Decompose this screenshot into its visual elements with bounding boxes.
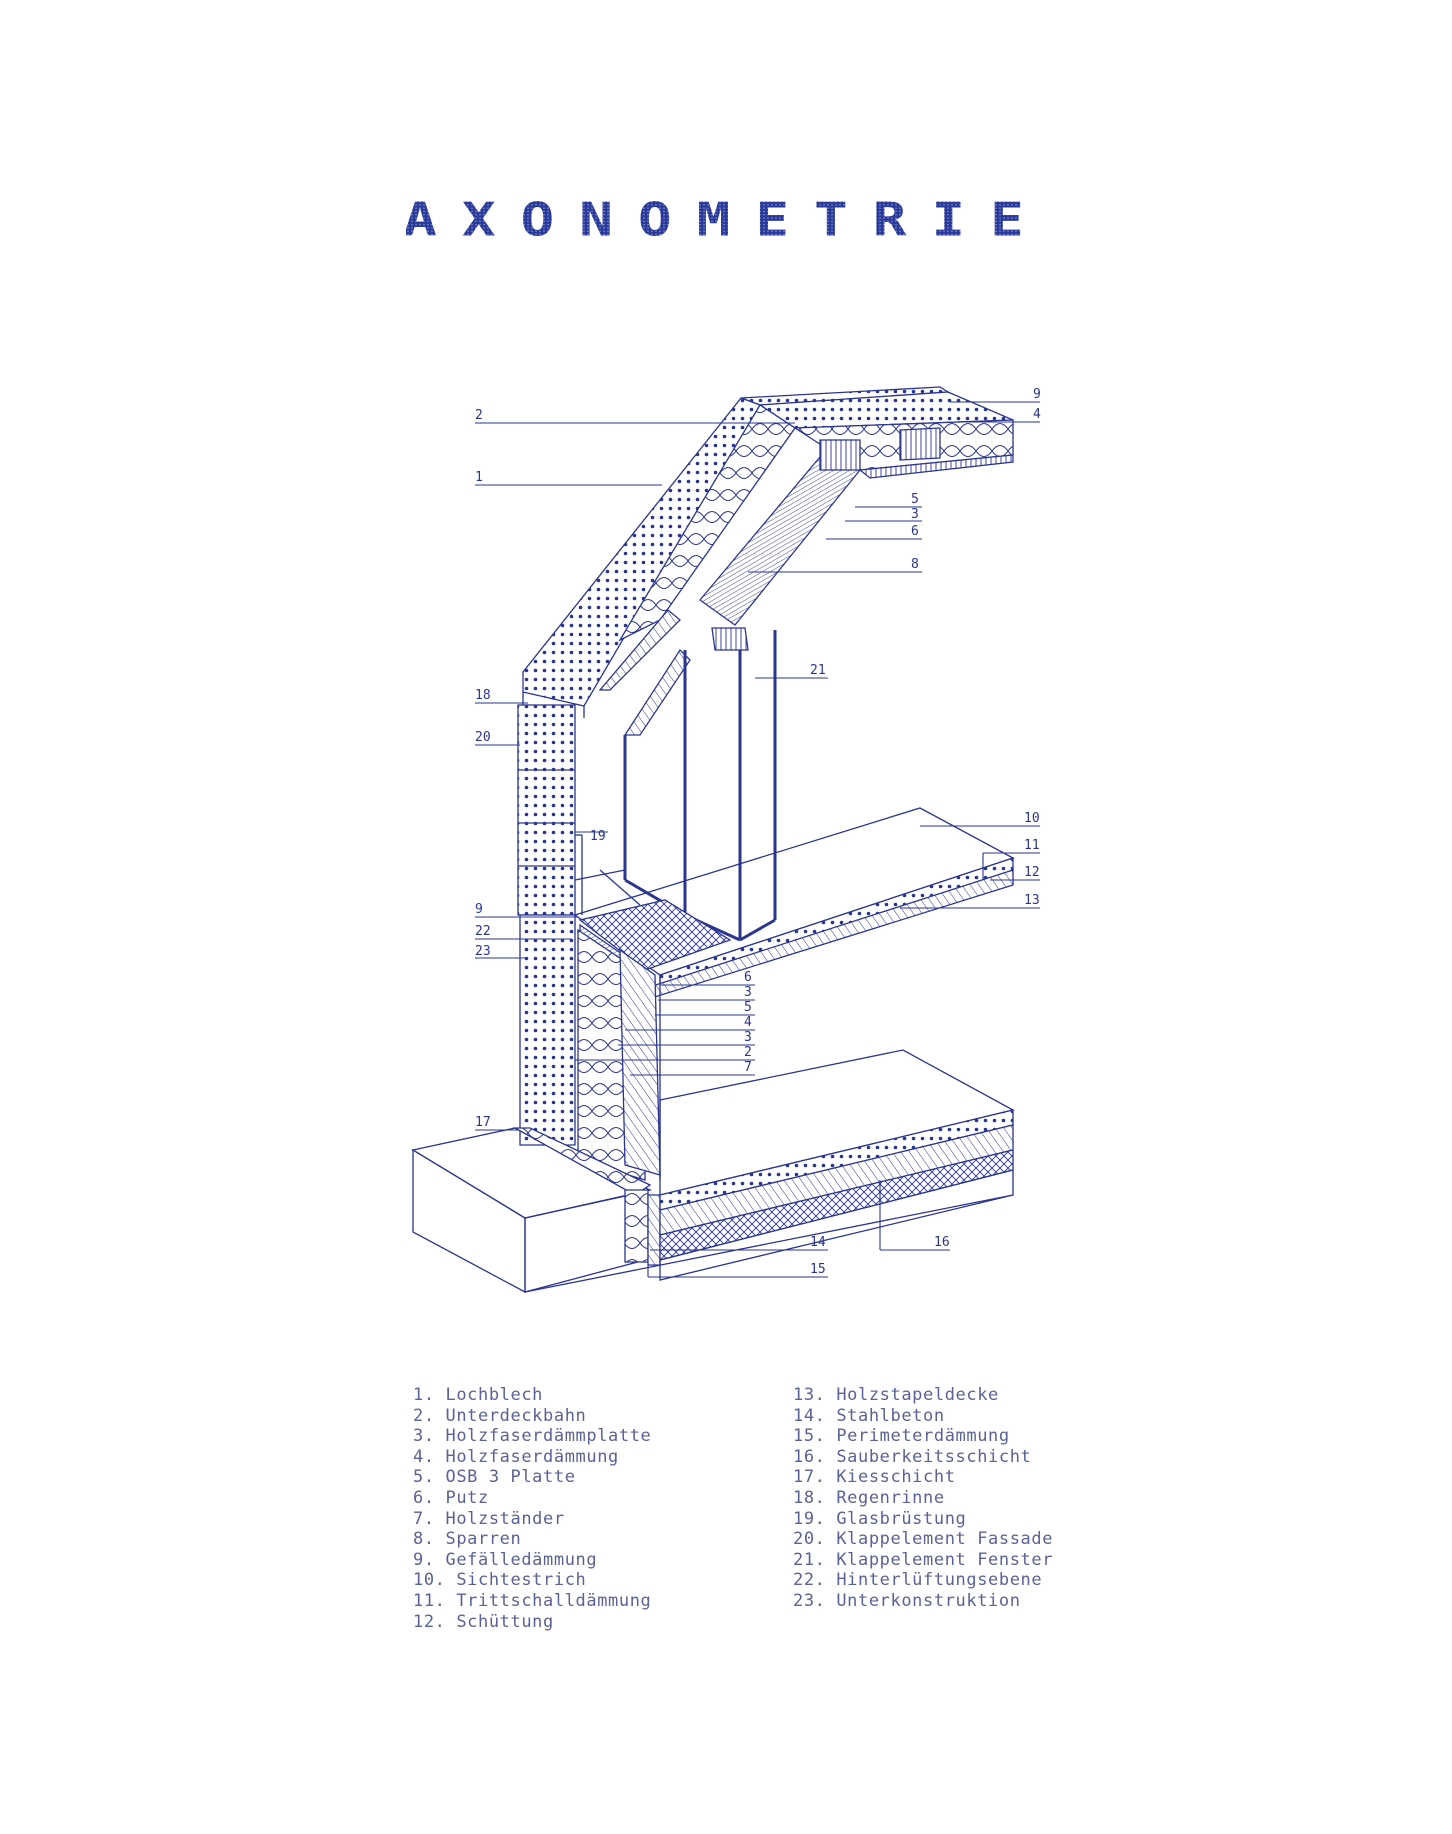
- legend-item: 5. OSB 3 Platte: [413, 1467, 576, 1488]
- callout-5-roof: 5: [911, 492, 919, 507]
- legend-item: 9. Gefälledämmung: [413, 1549, 598, 1570]
- callout-labels: 9 4 2 1 5 3 6 8 21 18 20 19 10 11 12 13 …: [475, 387, 1041, 1277]
- callout-3-roof: 3: [911, 507, 919, 522]
- title-dotted-lettering: AXONOMETRIE: [406, 200, 1046, 246]
- callout-13: 13: [1024, 893, 1040, 908]
- facade-panel-upper: [517, 704, 576, 916]
- callout-7-wall: 7: [744, 1060, 752, 1075]
- legend-item: 4. Holzfaserdämmung: [413, 1446, 619, 1467]
- callout-19: 19: [590, 829, 606, 844]
- callout-3-wall: 3: [744, 985, 752, 1000]
- callout-5-wall: 5: [744, 1000, 752, 1015]
- callout-18: 18: [475, 688, 491, 703]
- callout-14: 14: [810, 1235, 826, 1250]
- legend-item: 2. Unterdeckbahn: [413, 1405, 587, 1426]
- legend-column-1: 1. Lochblech 2. Unterdeckbahn 3. Holzfas…: [413, 1385, 651, 1632]
- foundation-front: [412, 1148, 526, 1294]
- callout-20: 20: [475, 730, 491, 745]
- callout-15: 15: [810, 1262, 826, 1277]
- legend-item: 19. Glasbrüstung: [793, 1508, 967, 1529]
- callout-3b-wall: 3: [744, 1030, 752, 1045]
- callout-1-roof: 1: [475, 470, 483, 485]
- legend-item: 1. Lochblech: [413, 1385, 544, 1405]
- callout-2-wall: 2: [744, 1045, 752, 1060]
- legend-item: 10. Sichtestrich: [413, 1570, 587, 1591]
- leader-lines: [475, 401, 1040, 1278]
- callout-4-wall: 4: [744, 1015, 752, 1030]
- legend-item: 17. Kiesschicht: [793, 1467, 956, 1488]
- callout-9-roof: 9: [1033, 387, 1041, 402]
- legend-item: 11. Trittschalldämmung: [413, 1590, 652, 1611]
- facade-lower: [519, 914, 576, 1146]
- callout-2-roof: 2: [475, 408, 483, 423]
- callout-9-floor: 9: [475, 902, 483, 917]
- legend-item: 6. Putz: [413, 1487, 489, 1508]
- callout-21: 21: [810, 663, 826, 678]
- legend-item: 16. Sauberkeitsschicht: [793, 1446, 1032, 1467]
- page-title: AXONOMETRIE: [0, 200, 1452, 246]
- legend-item: 13. Holzstapeldecke: [793, 1385, 999, 1405]
- drawing-geometry: [411, 386, 1015, 1294]
- legend-item: 12. Schüttung: [413, 1611, 554, 1632]
- callout-6-wall: 6: [744, 970, 752, 985]
- callout-16: 16: [934, 1235, 950, 1250]
- legend-item: 20. Klappelement Fassade: [793, 1529, 1054, 1550]
- roof-insulation: [618, 404, 796, 642]
- legend-item: 15. Perimeterdämmung: [793, 1426, 1010, 1447]
- legend-item: 23. Unterkonstruktion: [793, 1590, 1021, 1611]
- callout-8-roof: 8: [911, 557, 919, 572]
- legend-column-2: 13. Holzstapeldecke 14. Stahlbeton 15. P…: [793, 1385, 1053, 1612]
- callout-10: 10: [1024, 811, 1040, 826]
- window-frames: [623, 630, 777, 942]
- legend-item: 21. Klappelement Fenster: [793, 1549, 1054, 1570]
- legend-item: 18. Regenrinne: [793, 1487, 945, 1508]
- callout-17: 17: [475, 1115, 491, 1130]
- legend-item: 14. Stahlbeton: [793, 1405, 945, 1426]
- legend-item: 22. Hinterlüftungsebene: [793, 1570, 1043, 1591]
- callout-23: 23: [475, 944, 491, 959]
- callout-22: 22: [475, 924, 491, 939]
- callout-6-roof: 6: [911, 524, 919, 539]
- callout-11: 11: [1024, 838, 1040, 853]
- legend-item: 7. Holzständer: [413, 1508, 565, 1529]
- callout-12: 12: [1024, 865, 1040, 880]
- title-text: AXONOMETRIE: [406, 200, 1046, 246]
- roof-slope-lochblech: [522, 397, 761, 707]
- callout-4-roof: 4: [1033, 407, 1041, 422]
- legend-item: 8. Sparren: [413, 1529, 522, 1550]
- legend-item: 3. Holzfaserdämmplatte: [413, 1426, 652, 1447]
